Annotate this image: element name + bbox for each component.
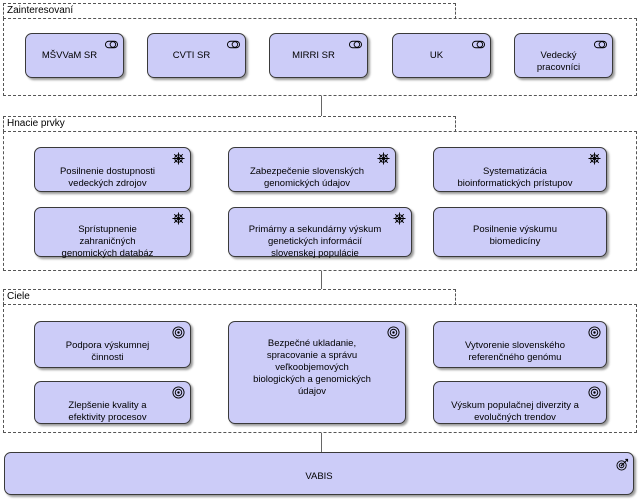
stakeholder-msvvam[interactable]: MŠVVaM SR (25, 33, 124, 78)
goal-label: Vytvorenie slovenského referenčného genó… (465, 340, 565, 363)
stakeholder-label: CVTI SR (172, 50, 211, 61)
driver-bioinformatics[interactable]: Systematizácia bioinformatických prístup… (433, 147, 607, 192)
drivers-group (3, 131, 637, 271)
stakeholder-mirri[interactable]: MIRRI SR (269, 33, 368, 78)
goal-icon (172, 386, 185, 399)
driver-label: Posilnenie dostupnosti vedeckých zdrojov (59, 166, 156, 189)
goal-research-support[interactable]: Podpora výskumnej činnosti (34, 321, 191, 368)
connector-goals-system (321, 433, 322, 452)
driver-icon (377, 152, 390, 165)
stakeholder-uk[interactable]: UK (392, 33, 491, 78)
goal-label: Výskum populačnej diverzity a evolučných… (451, 400, 579, 423)
driver-resources[interactable]: Posilnenie dostupnosti vedeckých zdrojov (34, 147, 191, 192)
system-vabis[interactable]: VABIS (4, 452, 634, 495)
stakeholder-label: MIRRI SR (292, 50, 335, 61)
goal-icon (588, 326, 601, 339)
connector-drivers-goals (321, 271, 322, 289)
goal-icon (387, 326, 400, 339)
stakeholder-label: Vedecký pracovníci (536, 50, 581, 73)
stakeholders-group-label: Zainteresovaní (3, 3, 456, 19)
goal-secure-storage[interactable]: Bezpečné ukladanie, spracovanie a správu… (228, 321, 406, 424)
stakeholder-icon (227, 40, 240, 49)
stakeholder-icon (349, 40, 362, 49)
stakeholder-icon (472, 40, 485, 49)
goal-population-diversity[interactable]: Výskum populačnej diverzity a evolučných… (433, 381, 607, 424)
stakeholder-icon (594, 40, 607, 49)
goal-icon (172, 326, 185, 339)
stakeholder-researchers[interactable]: Vedecký pracovníci (514, 33, 613, 78)
goals-group (3, 304, 637, 433)
driver-biomedicine[interactable]: Posilnenie výskumu biomedicíny (433, 207, 607, 257)
stakeholder-cvti[interactable]: CVTI SR (147, 33, 246, 78)
goals-group-label: Ciele (3, 289, 456, 305)
stakeholder-label: MŠVVaM SR (41, 50, 98, 61)
driver-label: Zabezpečenie slovenských genomických úda… (249, 166, 365, 189)
connector-stakeholders-drivers (321, 96, 322, 117)
goal-label: Podpora výskumnej činnosti (65, 340, 150, 363)
driver-icon (172, 212, 185, 225)
driver-genomic-data[interactable]: Zabezpečenie slovenských genomických úda… (228, 147, 396, 192)
goal-reference-genome[interactable]: Vytvorenie slovenského referenčného genó… (433, 321, 607, 368)
driver-icon (393, 212, 406, 225)
drivers-group-label: Hnacie prvky (3, 116, 456, 132)
goal-label: Zlepšenie kvality a efektivity procesov (68, 400, 147, 423)
driver-label: Sprístupnenie zahraničných genomických d… (61, 224, 154, 259)
goal-process-quality[interactable]: Zlepšenie kvality a efektivity procesov (34, 381, 191, 424)
stakeholder-label: UK (429, 50, 444, 61)
stakeholders-group (3, 18, 637, 96)
driver-label: Systematizácia bioinformatických prístup… (457, 166, 573, 189)
goal-icon (588, 386, 601, 399)
outcome-icon (616, 458, 629, 471)
driver-foreign-databases[interactable]: Sprístupnenie zahraničných genomických d… (34, 207, 191, 259)
driver-label: Posilnenie výskumu biomedicíny (473, 224, 557, 247)
driver-population-research[interactable]: Primárny a sekundárny výskum genetických… (228, 207, 412, 259)
stakeholder-icon (105, 40, 118, 49)
system-label: VABIS (305, 471, 333, 482)
driver-label: Primárny a sekundárny výskum genetických… (248, 224, 382, 259)
driver-icon (588, 152, 601, 165)
driver-icon (172, 152, 185, 165)
goal-label: Bezpečné ukladanie, spracovanie a správu… (253, 338, 371, 397)
